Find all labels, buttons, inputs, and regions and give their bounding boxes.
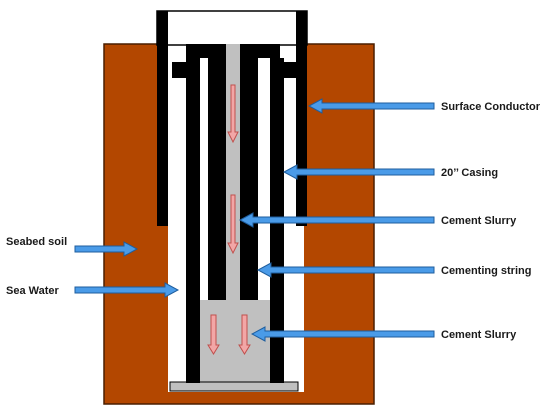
surface-conductor-left-wall bbox=[157, 11, 168, 226]
flow-arrow-down-3 bbox=[207, 314, 220, 355]
surface-conductor-right-wall bbox=[296, 11, 307, 226]
label-seabed-soil: Seabed soil bbox=[6, 236, 67, 248]
callout-arrow-surface-conductor bbox=[307, 98, 435, 114]
cementing-string-right-wall bbox=[240, 44, 258, 300]
callout-arrow-cement-slurry-lower bbox=[250, 326, 435, 342]
label-cement-slurry-upper: Cement Slurry bbox=[441, 215, 517, 227]
top-cap bbox=[156, 10, 308, 46]
callout-arrow-cement-slurry-upper bbox=[238, 212, 435, 228]
hanger-left-top bbox=[186, 44, 208, 58]
flow-arrow-down-1 bbox=[227, 84, 239, 144]
label-sea-water: Sea Water bbox=[6, 285, 60, 297]
callout-arrow-cementing-string bbox=[256, 262, 435, 278]
flow-arrow-down-2 bbox=[227, 194, 239, 255]
cement-in-string bbox=[226, 44, 240, 300]
label-surface-conductor: Surface Conductor bbox=[441, 101, 541, 113]
callout-arrow-casing-20 bbox=[282, 164, 435, 180]
label-cement-slurry-lower: Cement Slurry bbox=[441, 329, 517, 341]
label-cementing-string: Cementing string bbox=[441, 265, 531, 277]
cementing-string-left-wall bbox=[208, 44, 226, 300]
callout-arrow-sea-water bbox=[74, 282, 180, 298]
flow-arrow-down-4 bbox=[238, 314, 251, 355]
callout-arrow-seabed-soil bbox=[74, 241, 139, 257]
label-casing-20: 20’’ Casing bbox=[441, 167, 498, 179]
hanger-right-top bbox=[258, 44, 280, 58]
casing-20-left-wall bbox=[186, 58, 200, 383]
cement-base bbox=[169, 381, 299, 392]
